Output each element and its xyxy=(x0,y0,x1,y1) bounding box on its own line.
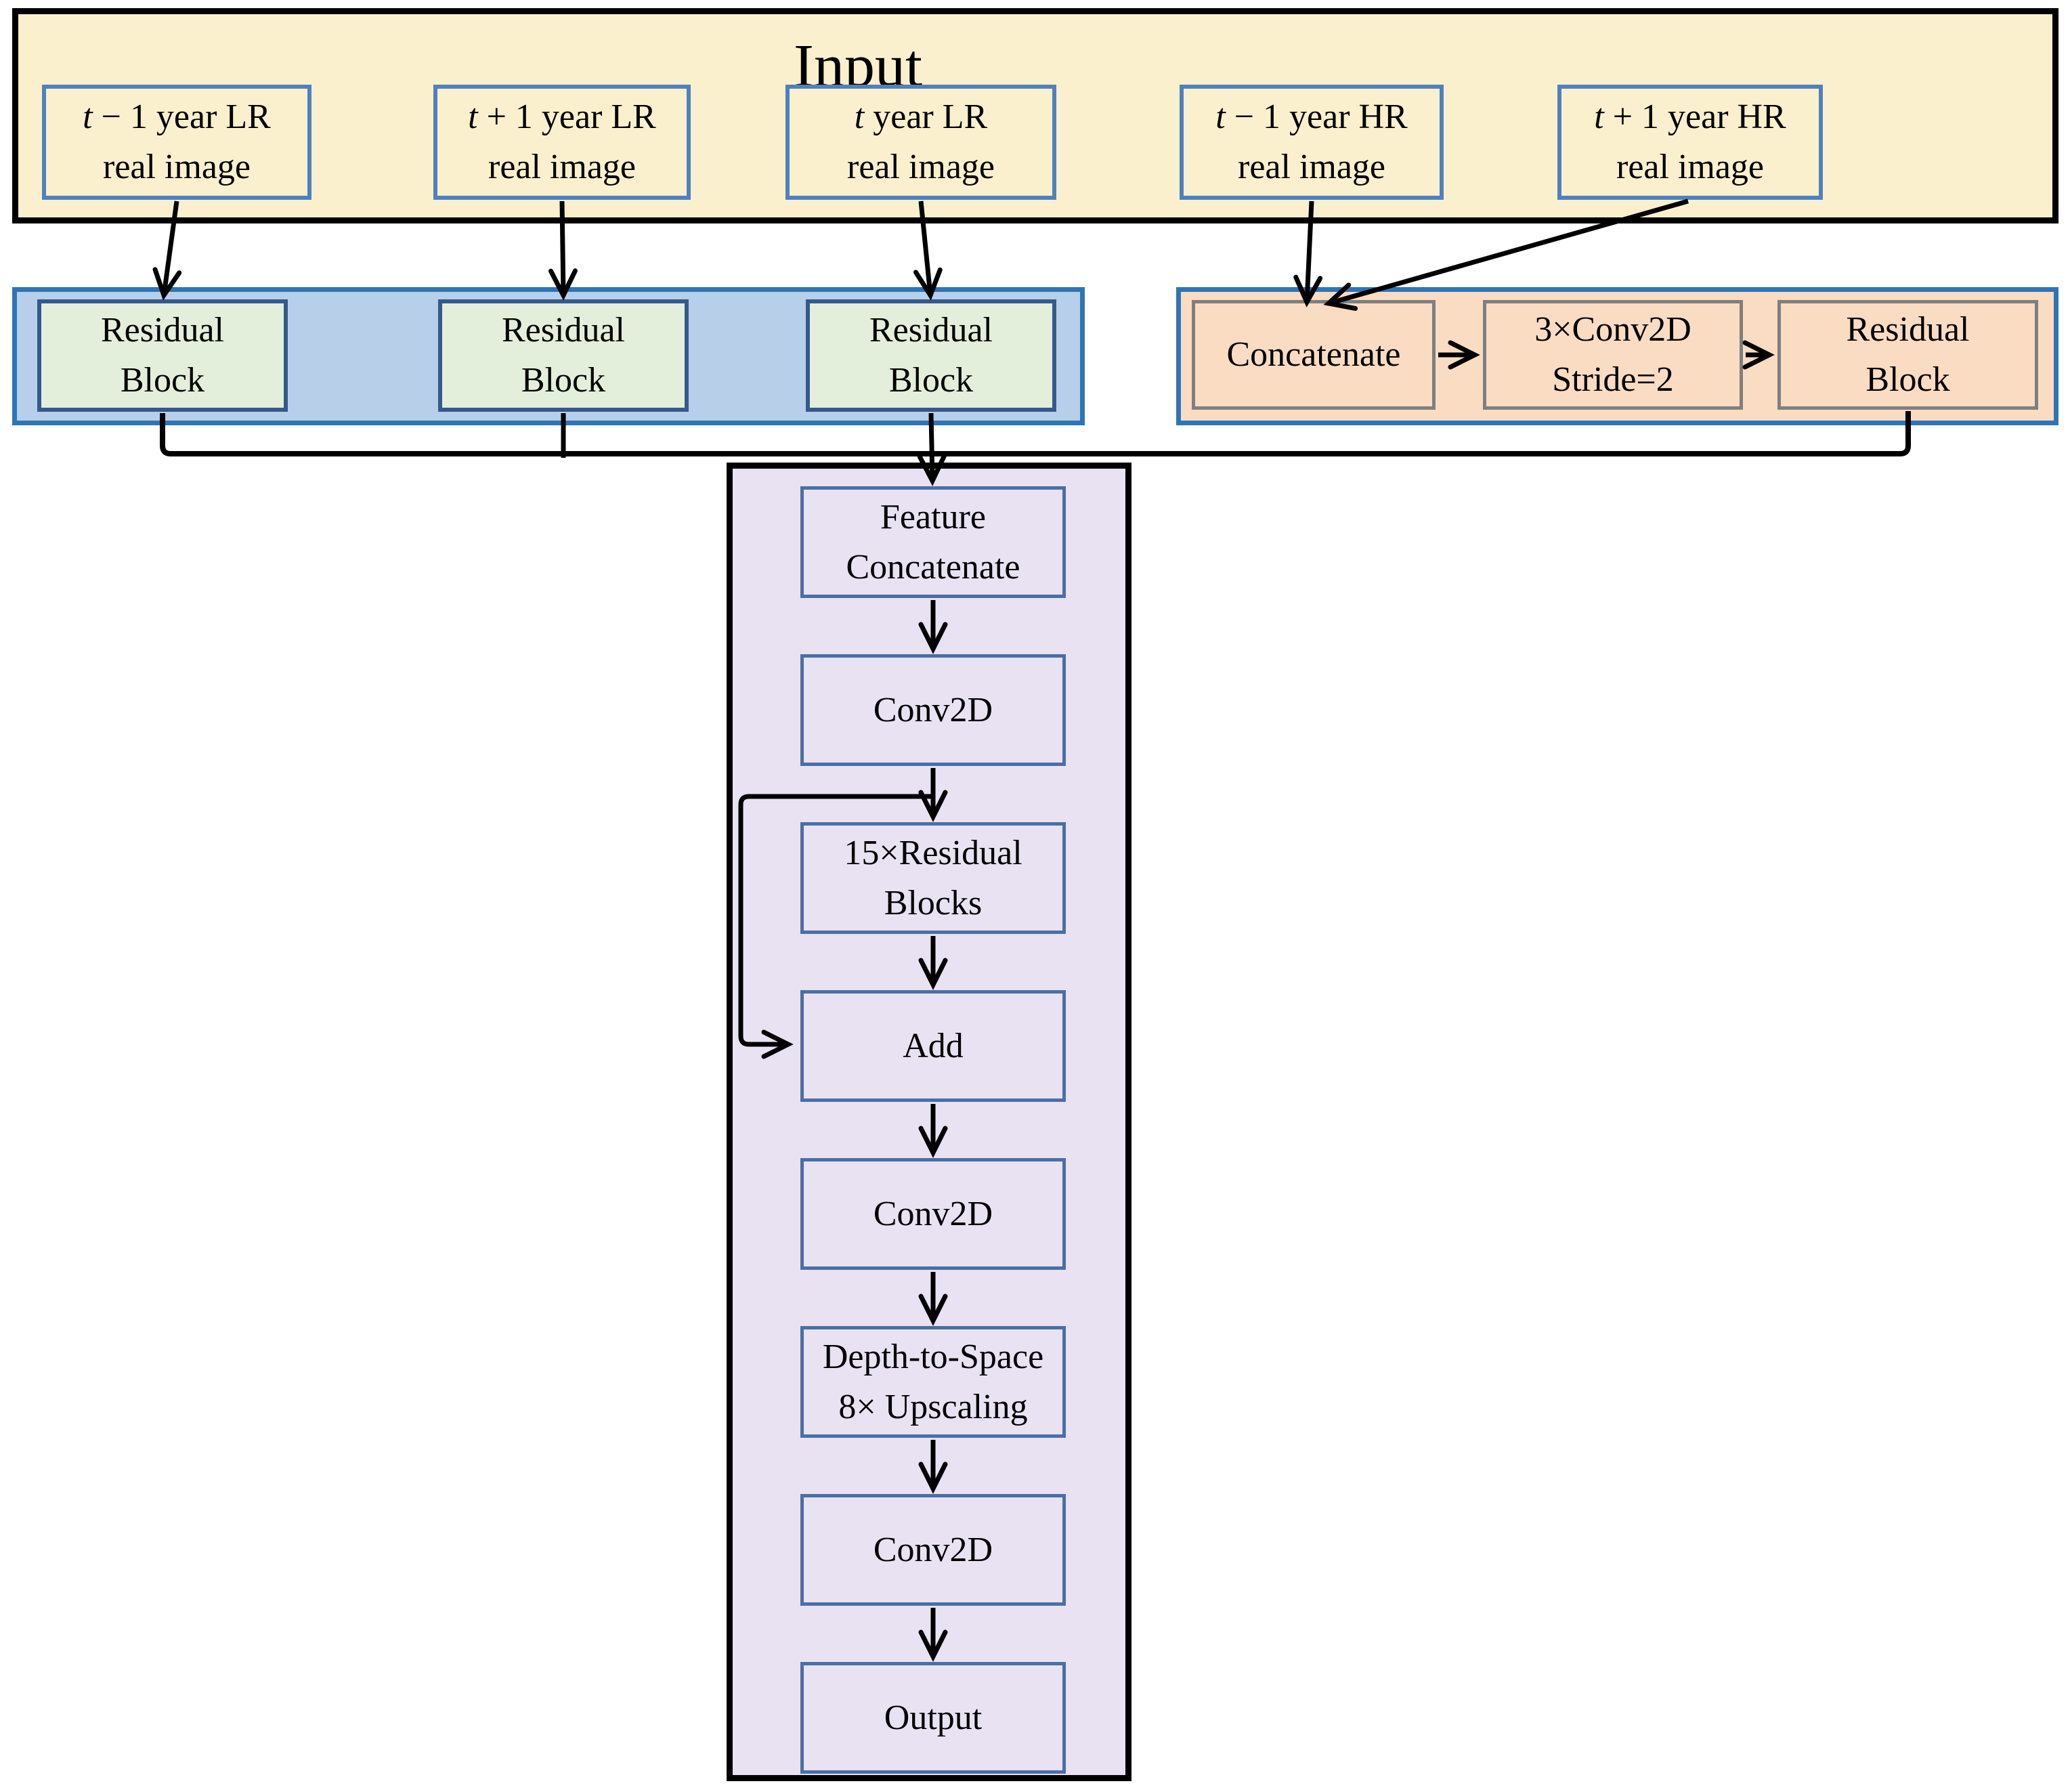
lr-residual-block-1: Residual Block xyxy=(37,299,288,412)
lr-residual-block-label: Residual Block xyxy=(502,311,625,400)
conv2d-label: Conv2D xyxy=(873,1194,993,1233)
input-box-label: t + 1 year LR real image xyxy=(468,98,656,186)
lr-residual-block-3: Residual Block xyxy=(806,299,1056,412)
input-box-t-plus-1-hr: t + 1 year HR real image xyxy=(1557,85,1823,200)
input-box-t-lr: t year LR real image xyxy=(785,85,1056,200)
hr-residual-block-label: Residual Block xyxy=(1846,310,1970,399)
residual-blocks-15-label: 15×Residual Blocks xyxy=(844,833,1022,922)
hr-conv2d-stride2-label: 3×Conv2D Stride=2 xyxy=(1534,310,1691,399)
input-box-t-minus-1-lr: t − 1 year LR real image xyxy=(42,85,311,200)
residual-blocks-15-box: 15×Residual Blocks xyxy=(800,822,1066,934)
lr-residual-block-label: Residual Block xyxy=(869,311,993,400)
conv2d-label: Conv2D xyxy=(873,1530,993,1569)
input-box-label: t − 1 year LR real image xyxy=(83,98,271,186)
conv2d-box-2: Conv2D xyxy=(800,1158,1066,1270)
depth-to-space-box: Depth-to-Space 8× Upscaling xyxy=(800,1326,1066,1438)
conv2d-label: Conv2D xyxy=(873,690,993,729)
add-box: Add xyxy=(800,990,1066,1102)
lr-residual-block-2: Residual Block xyxy=(438,299,689,412)
hr-residual-block: Residual Block xyxy=(1777,300,2038,410)
lr-residual-block-label: Residual Block xyxy=(101,311,224,400)
output-label: Output xyxy=(884,1698,983,1737)
input-box-label: t + 1 year HR real image xyxy=(1594,98,1786,186)
feature-concatenate-label: Feature Concatenate xyxy=(846,497,1020,586)
input-box-label: t − 1 year HR real image xyxy=(1215,98,1408,186)
output-box: Output xyxy=(800,1662,1066,1774)
input-box-label: t year LR real image xyxy=(847,98,995,186)
conv2d-box-3: Conv2D xyxy=(800,1494,1066,1606)
input-box-t-minus-1-hr: t − 1 year HR real image xyxy=(1180,85,1444,200)
hr-concatenate-box: Concatenate xyxy=(1192,300,1436,410)
depth-to-space-label: Depth-to-Space 8× Upscaling xyxy=(822,1337,1044,1426)
hr-concatenate-label: Concatenate xyxy=(1226,335,1401,375)
add-label: Add xyxy=(903,1026,964,1065)
feature-concatenate-box: Feature Concatenate xyxy=(800,486,1066,598)
hr-conv2d-stride2-box: 3×Conv2D Stride=2 xyxy=(1483,300,1743,410)
input-box-t-plus-1-lr: t + 1 year LR real image xyxy=(433,85,691,200)
conv2d-box-1: Conv2D xyxy=(800,654,1066,766)
